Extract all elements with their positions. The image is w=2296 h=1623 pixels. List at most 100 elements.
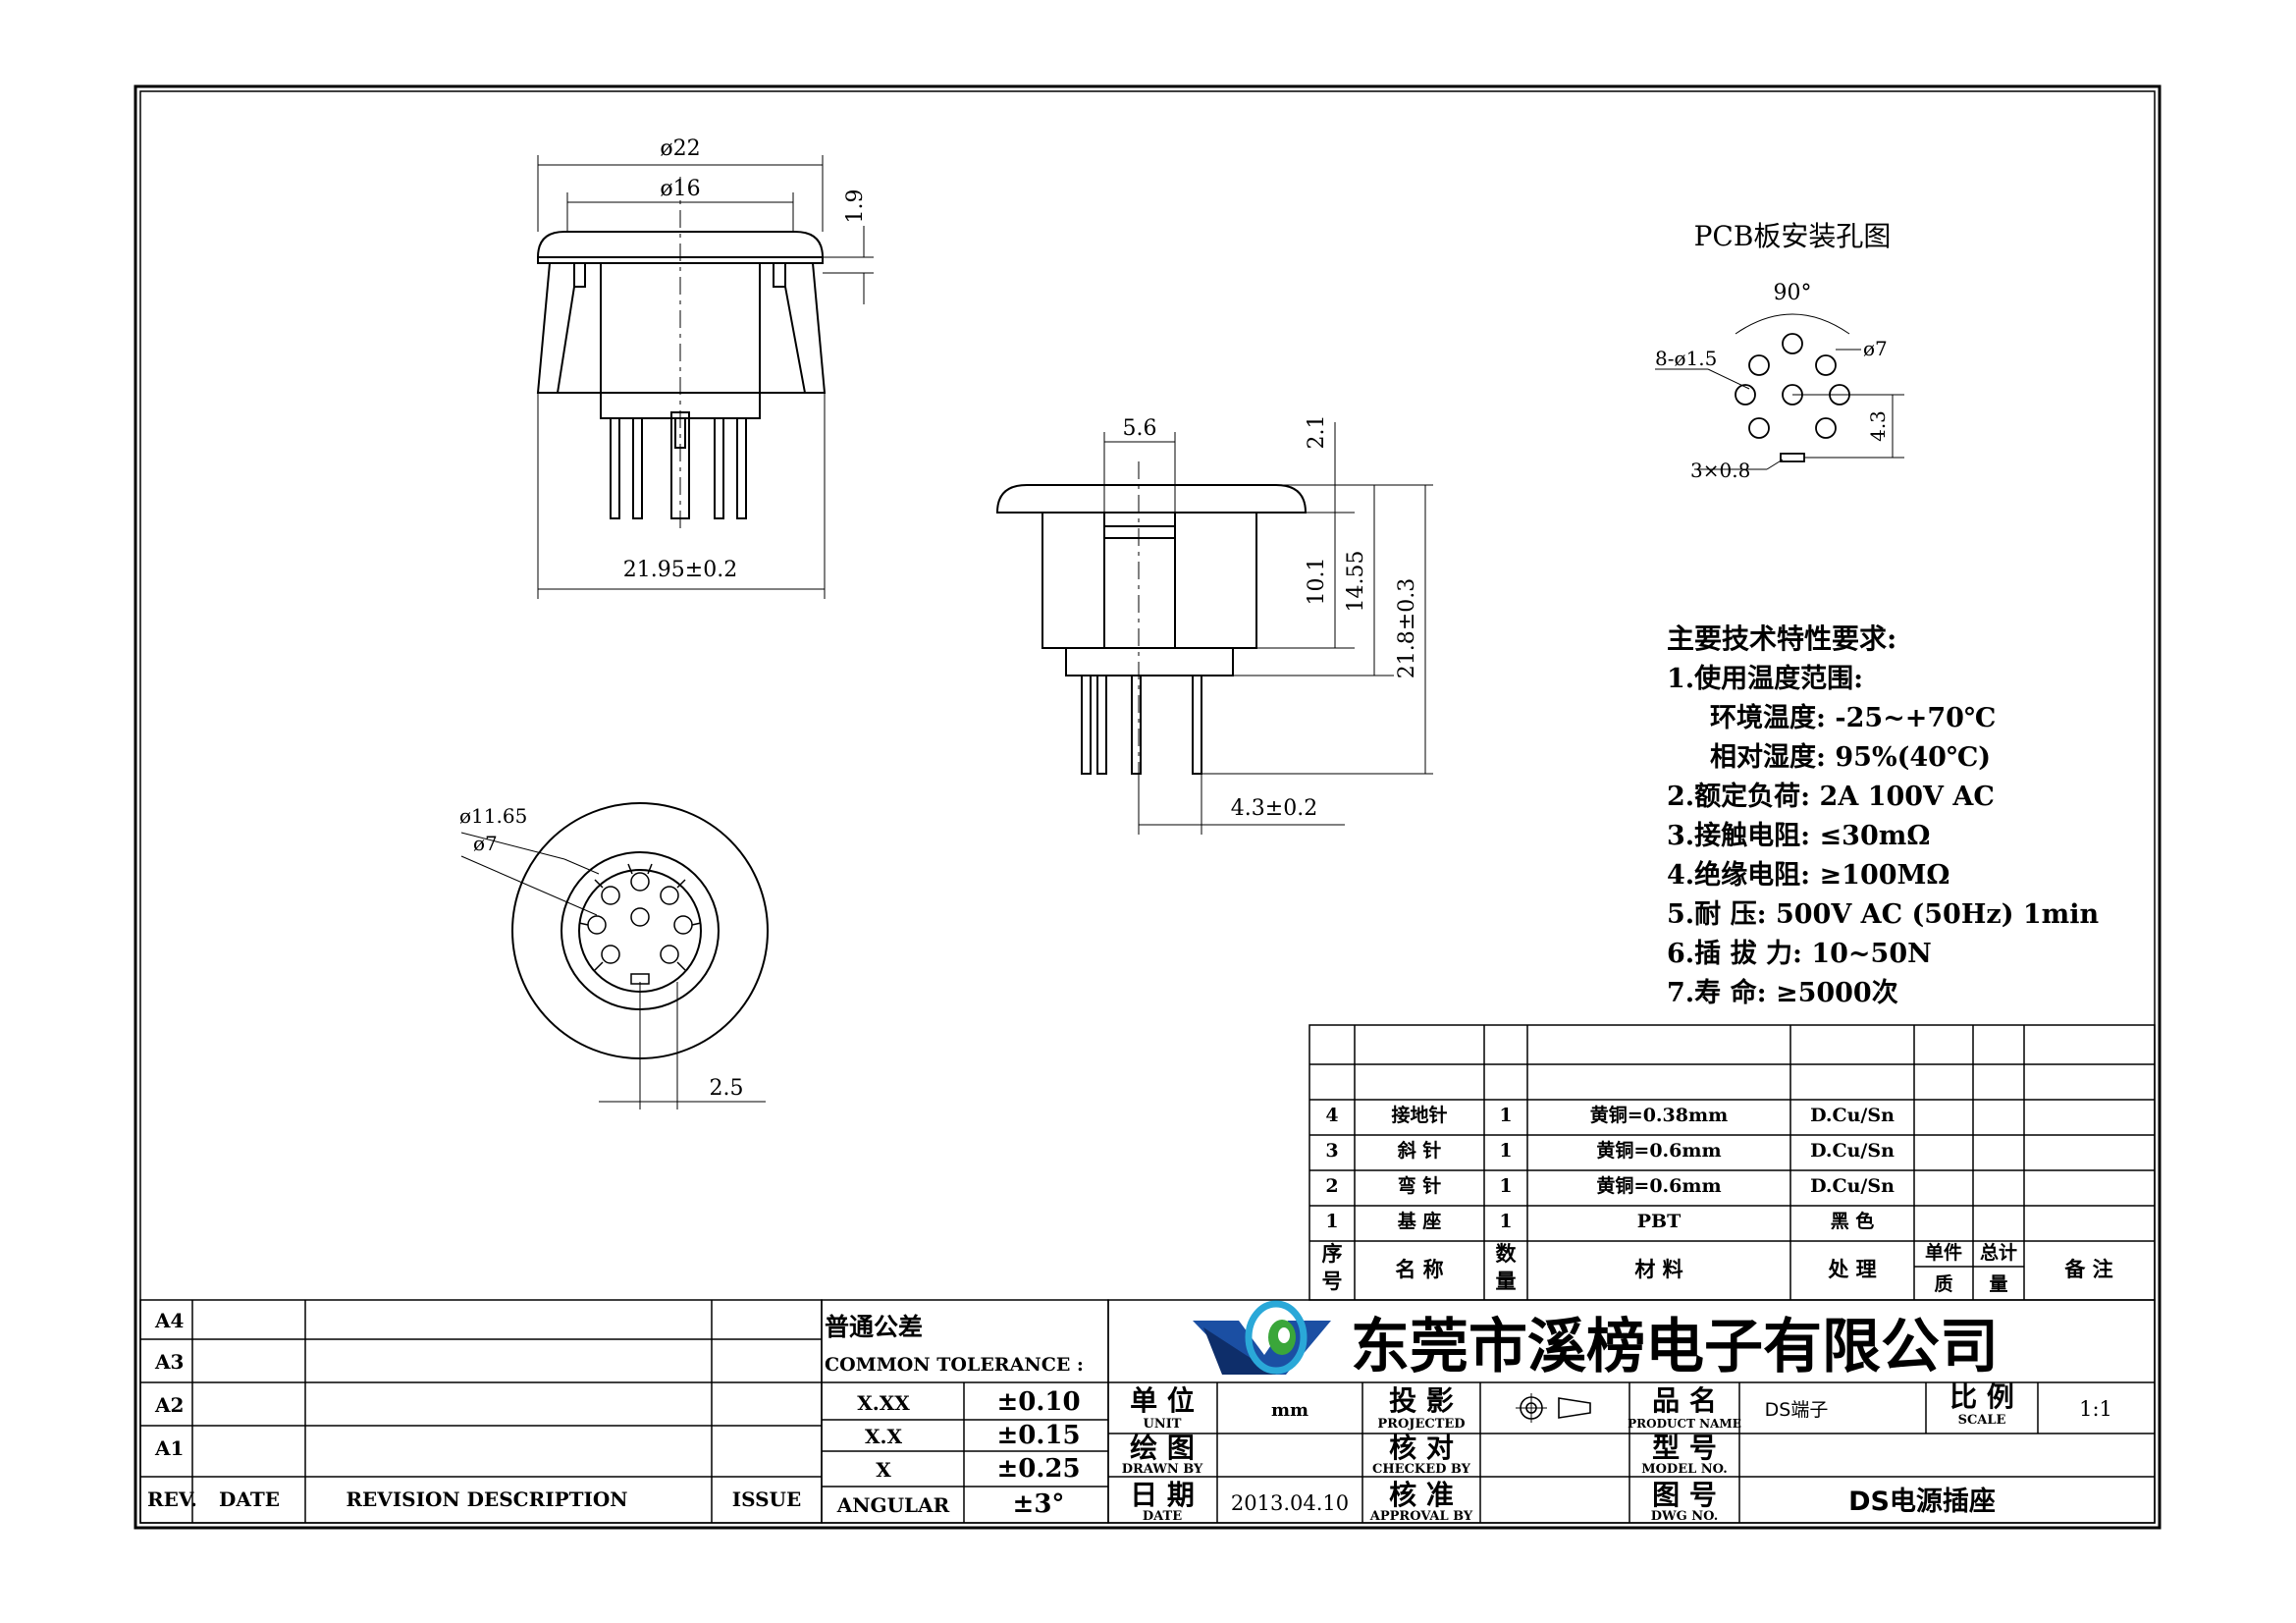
tol-title-cn: 普通公差 xyxy=(825,1313,923,1341)
tb-dwg-en: DWG NO. xyxy=(1651,1509,1718,1524)
bom-row2-material: 黄铜=0.6mm xyxy=(1596,1174,1721,1197)
bom-h-totalwt-a: 总计 xyxy=(1980,1241,2017,1264)
tol-val-x: ±0.25 xyxy=(996,1454,1080,1484)
company-name: 东莞市溪榜电子有限公司 xyxy=(1351,1313,1999,1381)
top-view xyxy=(536,155,874,599)
tb-unit-cn: 单 位 xyxy=(1130,1384,1195,1417)
tol-title-en: COMMON TOLERANCE : xyxy=(825,1354,1084,1376)
tolerance-text: 普通公差 COMMON TOLERANCE : X.XX ±0.10 X.X ±… xyxy=(825,1313,1084,1519)
tb-pname-val: DS端子 xyxy=(1765,1399,1829,1421)
tol-label-angular: ANGULAR xyxy=(836,1493,950,1517)
bom-row3-qty: 1 xyxy=(1499,1140,1512,1162)
bom-row4-no: 4 xyxy=(1325,1105,1338,1126)
bom-row1-finish: 黑 色 xyxy=(1831,1210,1875,1232)
tol-val-xxx: ±0.10 xyxy=(996,1387,1080,1417)
tb-proj-en: PROJECTED xyxy=(1377,1417,1465,1432)
tb-proj-cn: 投 影 xyxy=(1389,1384,1454,1417)
dim-21-8: 21.8±0.3 xyxy=(1395,578,1419,678)
pcb-layout xyxy=(1655,313,1904,470)
bom-row4-name: 接地针 xyxy=(1391,1104,1447,1126)
bom-h-unitwt-b: 质 xyxy=(1934,1273,1952,1295)
dim-4-3: 4.3±0.2 xyxy=(1231,796,1317,821)
tb-date-en: DATE xyxy=(1143,1509,1182,1524)
tb-model-cn: 型 号 xyxy=(1652,1432,1717,1464)
bom-row4-finish: D.Cu/Sn xyxy=(1810,1105,1895,1126)
bom-row1-name: 基 座 xyxy=(1397,1210,1442,1232)
company-logo xyxy=(1193,1300,1331,1375)
bom-h-no-a: 序 xyxy=(1322,1241,1343,1266)
tb-date-cn: 日 期 xyxy=(1130,1479,1195,1511)
tol-label-xxx: X.XX xyxy=(857,1391,910,1415)
pcb-angle: 90° xyxy=(1774,281,1812,305)
tb-date-val: 2013.04.10 xyxy=(1231,1491,1349,1515)
tb-checked-cn: 核 对 xyxy=(1389,1432,1454,1464)
tb-unit-val: mm xyxy=(1271,1400,1308,1421)
dim-10-1: 10.1 xyxy=(1305,558,1329,606)
rev-row-a1: A1 xyxy=(154,1436,184,1460)
bom-h-finish: 处 理 xyxy=(1827,1257,1876,1281)
pcb-title: PCB板安装孔图 xyxy=(1694,220,1892,252)
dim-5-6: 5.6 xyxy=(1123,416,1157,441)
tolerance-table xyxy=(821,1299,1109,1524)
bom-h-totalwt-b: 量 xyxy=(1989,1273,2007,1295)
bom-row4-qty: 1 xyxy=(1499,1105,1512,1126)
bom-row3-name: 斜 针 xyxy=(1397,1139,1442,1162)
title-block-text: 单 位 UNIT mm 投 影 PROJECTED 品 名 PRODUCT NA… xyxy=(1122,1380,2112,1524)
spec-line-5: 4.绝缘电阻: ≥100MΩ xyxy=(1667,859,1949,891)
dim-phi16: ø16 xyxy=(660,177,700,201)
tb-dwg-val: DS电源插座 xyxy=(1848,1486,1996,1517)
bom-row4-material: 黄铜=0.38mm xyxy=(1590,1104,1728,1126)
dim-phi11-65: ø11.65 xyxy=(459,804,527,828)
spec-line-8: 7.寿 命: ≥5000次 xyxy=(1667,977,1898,1008)
outer-border xyxy=(133,84,2162,1530)
tb-dwg-cn: 图 号 xyxy=(1652,1479,1717,1511)
specs-block: 主要技术特性要求: 1.使用温度范围: 环境温度: -25~+70℃ 相对湿度:… xyxy=(1667,622,2099,1008)
front-view xyxy=(460,802,769,1109)
rev-row-a3: A3 xyxy=(154,1350,184,1374)
rev-row-a2: A2 xyxy=(154,1393,184,1417)
tb-scale-val: 1:1 xyxy=(2079,1397,2112,1421)
bom-h-material: 材 料 xyxy=(1634,1257,1682,1281)
dim-1-9: 1.9 xyxy=(843,189,868,224)
tb-approval-cn: 核 准 xyxy=(1389,1479,1454,1511)
bom-h-unitwt-a: 单件 xyxy=(1925,1241,1962,1264)
tb-scale-cn: 比 例 xyxy=(1949,1380,2014,1413)
bom-row2-finish: D.Cu/Sn xyxy=(1810,1175,1895,1197)
bom-row1-qty: 1 xyxy=(1499,1211,1512,1232)
bom-row2-qty: 1 xyxy=(1499,1175,1512,1197)
bom-h-name: 名 称 xyxy=(1395,1257,1443,1281)
pcb-slot: 3×0.8 xyxy=(1690,459,1750,482)
bom-row1-material: PBT xyxy=(1637,1211,1682,1232)
dim-14-55: 14.55 xyxy=(1344,551,1368,613)
rev-h-date: DATE xyxy=(219,1488,280,1511)
tol-label-xx: X.X xyxy=(865,1425,902,1448)
specs-title: 主要技术特性要求: xyxy=(1667,622,1896,655)
bom-row2-name: 弯 针 xyxy=(1398,1174,1442,1197)
spec-line-4: 3.接触电阻: ≤30mΩ xyxy=(1667,821,1930,851)
spec-line-1: 环境温度: -25~+70℃ xyxy=(1710,702,1996,733)
spec-line-2: 相对湿度: 95%(40℃) xyxy=(1710,741,1991,773)
tb-model-en: MODEL NO. xyxy=(1641,1462,1728,1477)
spec-line-0: 1.使用温度范围: xyxy=(1667,663,1863,694)
dim-phi22: ø22 xyxy=(660,136,700,161)
bom-row1-no: 1 xyxy=(1325,1211,1338,1232)
revision-text: A4 A3 A2 A1 REV. DATE REVISION DESCRIPTI… xyxy=(147,1309,801,1511)
bom-header: 序 号 名 称 数 量 材 料 处 理 单件 质 总计 量 备 注 xyxy=(1322,1241,2113,1295)
bom-h-no-b: 号 xyxy=(1322,1269,1343,1293)
bom-rows: 4 接地针 1 黄铜=0.38mm D.Cu/Sn 3 斜 针 1 黄铜=0.6… xyxy=(1325,1104,1895,1232)
dim-phi7: ø7 xyxy=(473,832,498,855)
tol-label-x: X xyxy=(876,1458,891,1482)
spec-line-7: 6.插 拔 力: 10~50N xyxy=(1667,939,1932,969)
spec-line-3: 2.额定负荷: 2A 100V AC xyxy=(1667,781,1995,812)
bom-row3-finish: D.Cu/Sn xyxy=(1810,1140,1895,1162)
dim-top-width: 21.95±0.2 xyxy=(623,558,737,582)
pcb-holes: 8-ø1.5 xyxy=(1655,347,1717,370)
pcb-dim-4-3: 4.3 xyxy=(1866,410,1890,442)
tb-drawn-en: DRAWN BY xyxy=(1122,1462,1203,1477)
rev-h-desc: REVISION DESCRIPTION xyxy=(346,1488,627,1511)
tb-checked-en: CHECKED BY xyxy=(1372,1462,1471,1477)
pcb-phi7: ø7 xyxy=(1863,337,1888,360)
tb-scale-en: SCALE xyxy=(1958,1413,2006,1428)
dim-2-5: 2.5 xyxy=(710,1076,744,1101)
